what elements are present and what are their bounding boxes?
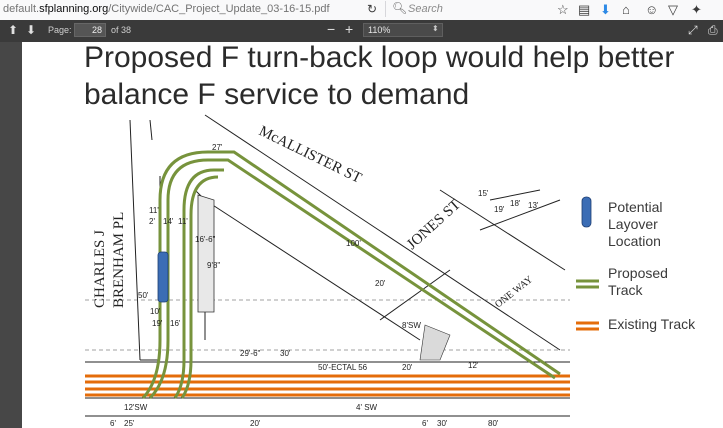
dim-label: 11' — [149, 206, 159, 215]
traffic-island — [197, 194, 215, 313]
home-icon[interactable]: ⌂ — [622, 2, 630, 17]
proposed-track-loop — [148, 158, 556, 400]
street-edge — [204, 199, 421, 341]
street-edge — [439, 189, 566, 271]
dim-label: 15' — [478, 189, 489, 198]
zoom-in-icon[interactable]: + — [345, 21, 354, 37]
page-number-input[interactable]: 28 — [74, 23, 106, 37]
next-page-icon[interactable]: ⬇ — [26, 23, 37, 37]
url-domain: sfplanning.org — [39, 3, 109, 15]
zoom-select[interactable]: 110% — [363, 23, 443, 37]
search-input[interactable]: 🔍︎ Search — [385, 1, 546, 17]
dim-label: 4' SW — [356, 403, 378, 412]
search-placeholder: Search — [408, 3, 443, 15]
proposed-track-inner — [173, 168, 224, 399]
street-edge — [379, 269, 451, 321]
street-edge — [129, 119, 141, 361]
slide-page — [22, 42, 723, 428]
browser-toolbar: default.sfplanning.org/Citywide/CAC_Proj… — [0, 0, 723, 21]
legend-layover-line: Location — [608, 233, 661, 249]
dim-label: 50'-ECTAL 56 — [318, 363, 368, 372]
fullscreen-icon[interactable]: ⤢ — [688, 23, 698, 37]
proposed-track-inner — [180, 175, 219, 399]
dim-label: 9'8" — [207, 261, 220, 270]
dim-label: 14' — [163, 217, 174, 226]
legend-proposed-line: Proposed — [608, 265, 668, 281]
zoom-out-icon[interactable]: − — [327, 21, 336, 37]
dim-label: 80' — [488, 419, 499, 428]
dim-label: 2' — [149, 217, 155, 226]
page-label: Page: — [48, 25, 72, 35]
page-total: of 38 — [111, 25, 132, 35]
street-label-jones: JONES ST — [404, 197, 464, 253]
street-label-charles: CHARLES J — [92, 230, 108, 308]
reload-icon[interactable]: ↻ — [367, 2, 378, 16]
dim-label: 10' — [150, 307, 161, 316]
one-way-label: ONE WAY — [493, 274, 535, 310]
pocket-icon[interactable]: ▽ — [668, 2, 678, 17]
pdf-toolbar: ⬆ ⬇ Page: 28 of 38 − + 110% ⬍ ⤢ ⎙ — [0, 20, 723, 42]
chevron-down-icon: ⬍ — [432, 24, 439, 33]
dim-label: 100' — [346, 239, 361, 248]
street-label-brenham: BRENHAM PL — [111, 212, 127, 308]
proposed-track-loop — [141, 150, 561, 400]
slide-title-line1: Proposed F turn-back loop would help bet… — [84, 41, 675, 74]
dim-label: 19' — [494, 205, 505, 214]
dim-label: 16' — [170, 319, 181, 328]
dim-label: 20' — [250, 419, 261, 428]
slide-title-line2: balance F service to demand — [84, 78, 470, 111]
url-prefix: default. — [3, 3, 40, 15]
dim-label: 18' — [510, 199, 521, 208]
bookmark-star-icon[interactable]: ☆ — [557, 2, 569, 17]
legend-layover-swatch — [581, 196, 592, 228]
layover-marker — [157, 251, 169, 303]
print-icon[interactable]: ⎙ — [708, 23, 718, 37]
dim-label: 13' — [528, 201, 539, 210]
dim-label: 8'SW — [402, 321, 421, 330]
legend-layover-line: Potential — [608, 199, 663, 215]
legend-proposed-line: Track — [608, 282, 643, 298]
dim-label: 12' — [468, 361, 479, 370]
street-edge — [489, 189, 541, 201]
dim-label: 29'-6" — [240, 349, 261, 358]
url-bar[interactable]: default.sfplanning.org/Citywide/CAC_Proj… — [3, 3, 330, 15]
dim-label: 20' — [402, 363, 413, 372]
url-path: /Citywide/CAC_Project_Update_03-16-15.pd… — [108, 3, 330, 15]
dim-label: 25' — [124, 419, 135, 428]
previous-page-icon[interactable]: ⬆ — [8, 23, 19, 37]
legend-existing-label: Existing Track — [608, 316, 696, 332]
dim-label: 30' — [280, 349, 291, 358]
dim-label: 27' — [212, 143, 223, 152]
track-map: McALLISTER ST JONES ST CHARLES J BRENHAM… — [85, 114, 570, 428]
sidewalk-bulb — [419, 324, 451, 361]
dim-label: 6' — [422, 419, 428, 428]
legend-layover-line: Layover — [608, 216, 658, 232]
dim-label: 6' — [110, 419, 116, 428]
smiley-icon[interactable]: ☺ — [645, 2, 659, 17]
street-edge — [479, 199, 561, 231]
dim-label: 20' — [375, 279, 386, 288]
dim-label: 19' — [152, 319, 163, 328]
library-icon[interactable]: ▤ — [578, 2, 591, 17]
legend-swatches — [576, 196, 599, 331]
dim-label: 50' — [138, 291, 149, 300]
dim-label: 30' — [437, 419, 448, 428]
download-icon[interactable]: ⬇ — [600, 2, 611, 17]
dim-label: 16'-6" — [195, 235, 216, 244]
dim-label: 11' — [178, 217, 188, 226]
street-edge — [204, 114, 561, 351]
extension-icon[interactable]: ✦ — [691, 2, 702, 17]
dim-label: 12'SW — [124, 403, 148, 412]
legend-layover-label: Potential Layover Location — [608, 199, 662, 250]
search-icon: 🔍︎ — [392, 1, 408, 15]
legend-proposed-label: Proposed Track — [608, 265, 668, 299]
street-edge — [149, 119, 153, 141]
